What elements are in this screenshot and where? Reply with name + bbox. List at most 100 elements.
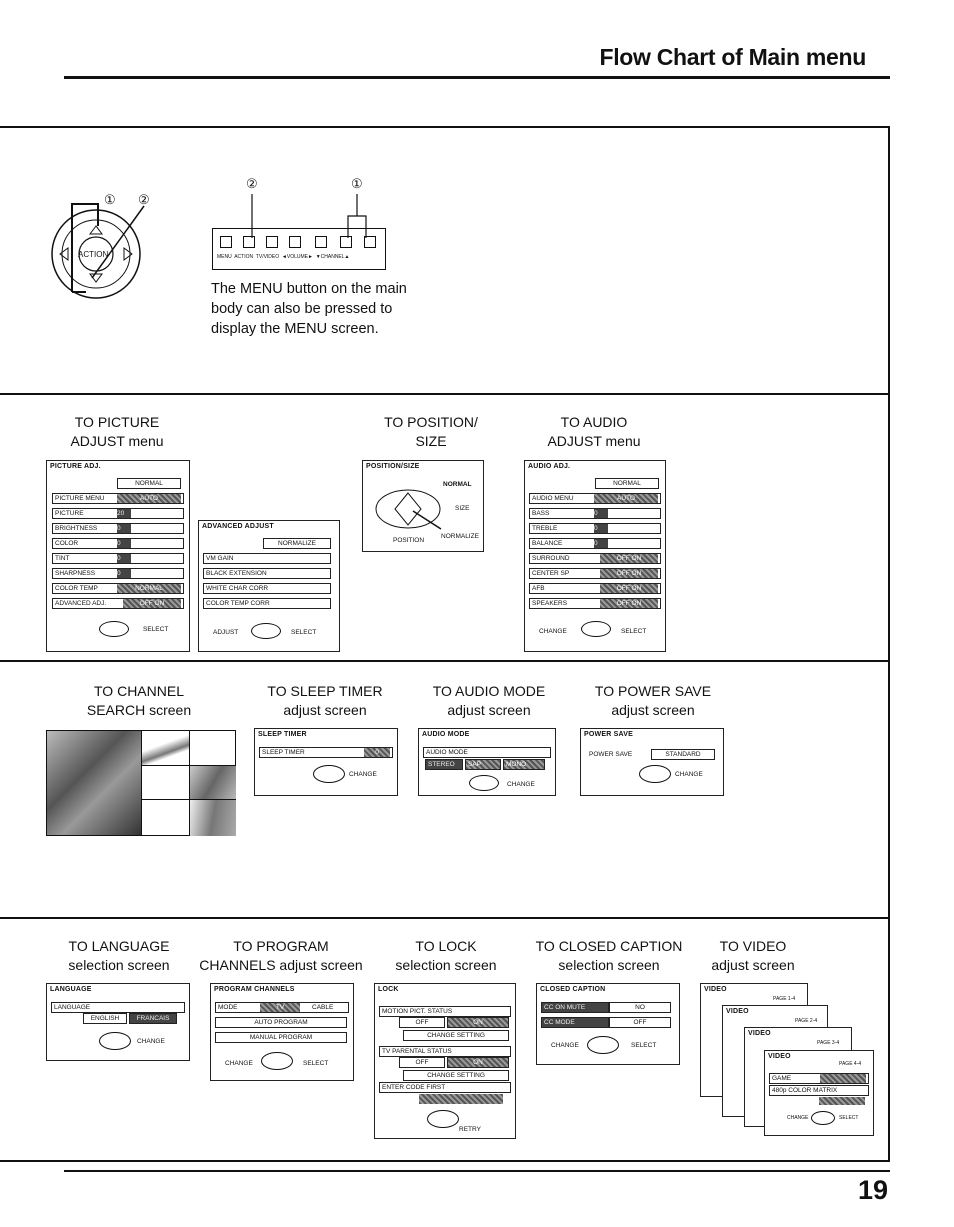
page-indicator: PAGE 3-4 [817, 1040, 840, 1046]
motion-change-setting[interactable]: CHANGE SETTING [403, 1030, 509, 1041]
channel-search-caption: TO CHANNEL SEARCH screen [86, 683, 192, 718]
screen-header: ADVANCED ADJUST [202, 523, 274, 530]
screen-header: PICTURE ADJ. [50, 463, 101, 470]
motion-pict-status-row[interactable]: MOTION PICT. STATUS [379, 1006, 511, 1017]
language-caption: TO LANGUAGE selection screen [68, 938, 170, 973]
cc-mode-value[interactable]: OFF [609, 1017, 671, 1028]
sap-option[interactable]: SAP [465, 759, 501, 770]
title-rule [64, 76, 890, 79]
audio-mode-row[interactable]: AUDIO MODE [423, 747, 551, 758]
audio-mode-caption: TO AUDIO MODE adjust screen [432, 683, 546, 718]
menu-row[interactable]: BLACK EXTENSION [203, 568, 331, 579]
code-entry-field[interactable] [419, 1094, 503, 1104]
nav-pad-icon [811, 1111, 835, 1125]
panel-callout-2: ② [246, 176, 258, 191]
screen-header: POSITION/SIZE [366, 463, 420, 470]
francais-option[interactable]: FRANCAIS [129, 1013, 177, 1024]
normal-button[interactable]: NORMAL [117, 478, 181, 489]
normalize-label: NORMALIZE [441, 533, 479, 540]
cc-on-mute-value[interactable]: NO [609, 1002, 671, 1013]
thumbnail-image [141, 799, 190, 836]
page-number: 19 [857, 1175, 888, 1205]
footer-rule [64, 1170, 890, 1172]
nav-pad-icon [99, 621, 129, 637]
position-label: POSITION [393, 537, 425, 544]
nav-select-label: SELECT [839, 1115, 859, 1121]
nav-pad-icon [99, 1032, 131, 1050]
screen-header: VIDEO [768, 1053, 791, 1060]
nav-pad-icon [587, 1036, 619, 1054]
menu-button[interactable] [220, 236, 232, 248]
closed-caption-screen: CLOSED CAPTION CC ON MUTE NO CC MODE OFF… [536, 983, 680, 1065]
power-save-value[interactable]: STANDARD [651, 749, 715, 760]
tv-parental-status-row[interactable]: TV PARENTAL STATUS [379, 1046, 511, 1057]
screen-header: AUDIO ADJ. [528, 463, 571, 470]
nav-change-label: CHANGE [137, 1038, 165, 1045]
english-option[interactable]: ENGLISH [83, 1013, 127, 1024]
cc-on-mute-row[interactable]: CC ON MUTE [541, 1002, 609, 1013]
motion-on-option[interactable]: ON [447, 1017, 509, 1028]
panel-callout-lines [251, 194, 367, 238]
auto-program-button[interactable]: AUTO PROGRAM [215, 1017, 347, 1028]
parental-on-option[interactable]: ON [447, 1057, 509, 1068]
parental-change-setting[interactable]: CHANGE SETTING [403, 1070, 509, 1081]
cc-mode-row[interactable]: CC MODE [541, 1017, 609, 1028]
menu-row[interactable]: WHITE CHAR CORR [203, 583, 331, 594]
nav-pad-icon [469, 775, 499, 791]
volume-down-button[interactable] [289, 236, 301, 248]
remote-callout-1: ① [104, 192, 116, 207]
flowchart-frame [0, 126, 890, 1162]
tv-video-button[interactable] [266, 236, 278, 248]
channel-up-button[interactable] [364, 236, 376, 248]
enter-code-row[interactable]: ENTER CODE FIRST [379, 1082, 511, 1093]
nav-select-label: SELECT [631, 1042, 657, 1049]
menu-row[interactable]: ADVANCED ADJ.OFF ON [52, 598, 184, 609]
action-button[interactable] [243, 236, 255, 248]
manual-program-button[interactable]: MANUAL PROGRAM [215, 1032, 347, 1043]
screen-header: CLOSED CAPTION [540, 986, 606, 993]
power-save-caption: TO POWER SAVE adjust screen [594, 683, 712, 718]
volume-up-button[interactable] [315, 236, 327, 248]
language-row[interactable]: LANGUAGE [51, 1002, 185, 1013]
position-size-caption: TO POSITION/ SIZE [384, 414, 478, 449]
video-caption: TO VIDEO adjust screen [711, 938, 795, 973]
channel-down-button[interactable] [340, 236, 352, 248]
position-pad-icon [375, 489, 442, 530]
screen-header: AUDIO MODE [422, 731, 470, 738]
screen-header: VIDEO [704, 986, 727, 993]
mono-option[interactable]: MONO [503, 759, 545, 770]
section-divider [0, 660, 890, 662]
motion-off-option[interactable]: OFF [399, 1017, 445, 1028]
nav-pad-icon [427, 1110, 459, 1128]
game-row[interactable]: GAME [769, 1073, 869, 1084]
page-title: Flow Chart of Main menu [599, 44, 866, 70]
menu-row[interactable]: COLOR TEMP CORR [203, 598, 331, 609]
normalize-button[interactable]: NORMALIZE [263, 538, 331, 549]
menu-row[interactable]: VM GAIN [203, 553, 331, 564]
color-matrix-row[interactable]: 480p COLOR MATRIX [769, 1085, 869, 1096]
panel-callout-1: ① [351, 176, 363, 191]
normal-button[interactable]: NORMAL [595, 478, 659, 489]
language-screen: LANGUAGE LANGUAGE ENGLISH FRANCAIS CHANG… [46, 983, 190, 1061]
parental-off-option[interactable]: OFF [399, 1057, 445, 1068]
nav-change-label: CHANGE [507, 781, 535, 788]
stereo-option[interactable]: STEREO [425, 759, 463, 770]
size-label: SIZE [455, 505, 470, 512]
